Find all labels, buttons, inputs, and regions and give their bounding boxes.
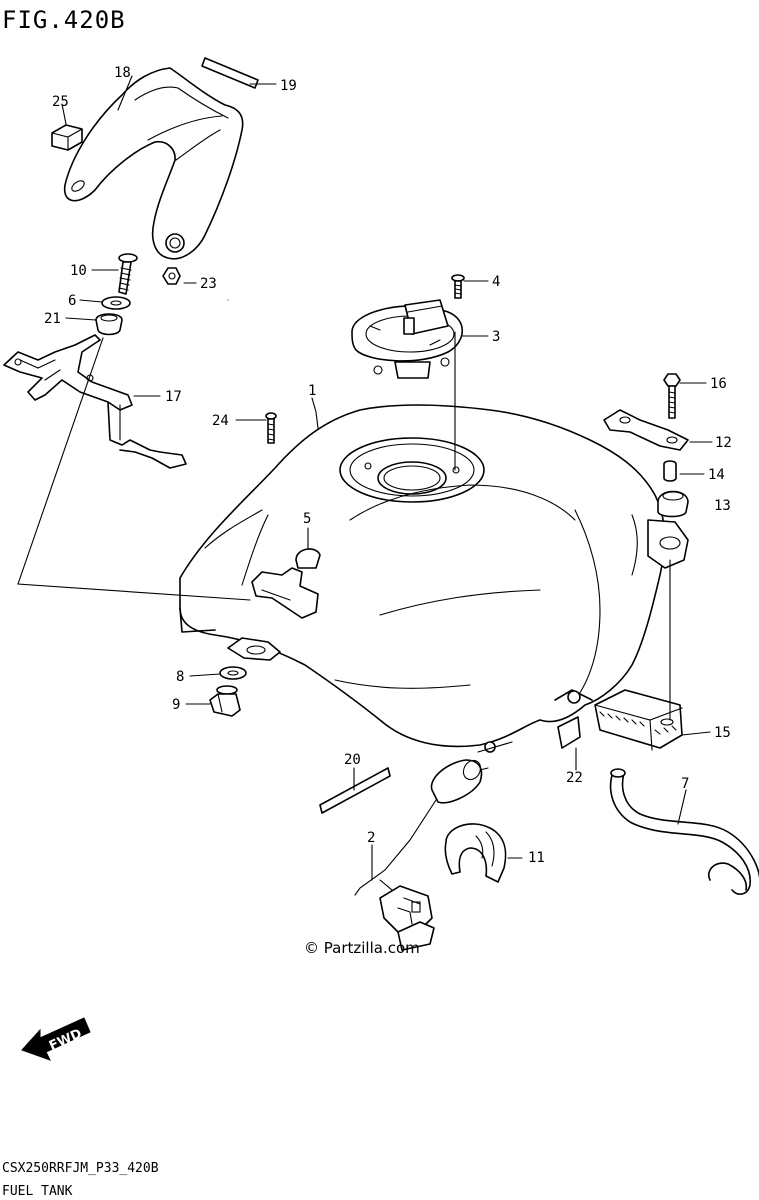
figure-code: CSX250RRFJM_P33_420B xyxy=(2,1161,159,1176)
figure-title: FIG.420B xyxy=(2,6,126,34)
callout-9: 9 xyxy=(172,697,180,713)
part-15-cushion xyxy=(594,689,683,751)
callout-22: 22 xyxy=(566,770,583,786)
part-7-hose xyxy=(609,768,759,895)
callout-21: 21 xyxy=(44,311,61,327)
part-1-fuel-tank xyxy=(179,404,689,753)
callout-18: 18 xyxy=(114,65,131,81)
part-18-cover xyxy=(64,67,244,260)
tank-front-bracket xyxy=(251,567,319,619)
callout-20: 20 xyxy=(344,752,361,768)
watermark: © Partzilla.com xyxy=(304,939,420,957)
part-25-pad xyxy=(51,124,83,151)
callout-13: 13 xyxy=(714,498,731,514)
callout-17: 17 xyxy=(165,389,182,405)
part-16-bolt xyxy=(663,373,681,419)
callout-5: 5 xyxy=(303,511,311,527)
callout-25: 25 xyxy=(52,94,69,110)
callout-11: 11 xyxy=(528,850,545,866)
figure-caption: FUEL TANK xyxy=(2,1184,73,1199)
callout-4: 4 xyxy=(492,274,500,290)
part-9-pin xyxy=(209,685,241,717)
callout-12: 12 xyxy=(715,435,732,451)
part-13-cushion xyxy=(657,490,689,518)
part-4-screw xyxy=(451,274,465,299)
part-11-clamp xyxy=(444,823,507,883)
part-2-fuel-gauge xyxy=(354,759,489,951)
fwd-arrow-icon: FWD xyxy=(21,1017,91,1061)
callout-3: 3 xyxy=(492,329,500,345)
callout-16: 16 xyxy=(710,376,727,392)
part-22-pad xyxy=(557,716,581,749)
part-8-washer xyxy=(219,666,247,680)
part-12-bracket xyxy=(603,409,689,451)
callout-23: 23 xyxy=(200,276,217,292)
tank-front-mount xyxy=(227,637,281,661)
callout-6: 6 xyxy=(68,293,76,309)
part-5-cushion xyxy=(295,548,321,569)
part-20-strip xyxy=(319,767,391,814)
leader-lines xyxy=(17,75,713,881)
callout-2: 2 xyxy=(367,830,375,846)
part-24-bolt xyxy=(265,412,277,444)
part-10-bolt xyxy=(118,253,138,295)
callout-10: 10 xyxy=(70,263,87,279)
part-17-bracket xyxy=(3,334,187,469)
callout-labels: 19 18 25 23 10 6 21 17 24 4 3 1 5 16 12 … xyxy=(44,65,732,866)
callout-15: 15 xyxy=(714,725,731,741)
part-23-nut xyxy=(162,267,181,285)
part-21-grommet xyxy=(95,313,123,336)
callout-1: 1 xyxy=(308,383,316,399)
part-14-collar xyxy=(663,460,677,482)
callout-8: 8 xyxy=(176,669,184,685)
callout-14: 14 xyxy=(708,467,725,483)
part-3-filler-cap xyxy=(351,299,463,379)
part-6-washer xyxy=(101,296,131,310)
callout-24: 24 xyxy=(212,413,229,429)
callout-7: 7 xyxy=(681,776,689,792)
part-19-strip xyxy=(201,57,259,89)
callout-19: 19 xyxy=(280,78,297,94)
